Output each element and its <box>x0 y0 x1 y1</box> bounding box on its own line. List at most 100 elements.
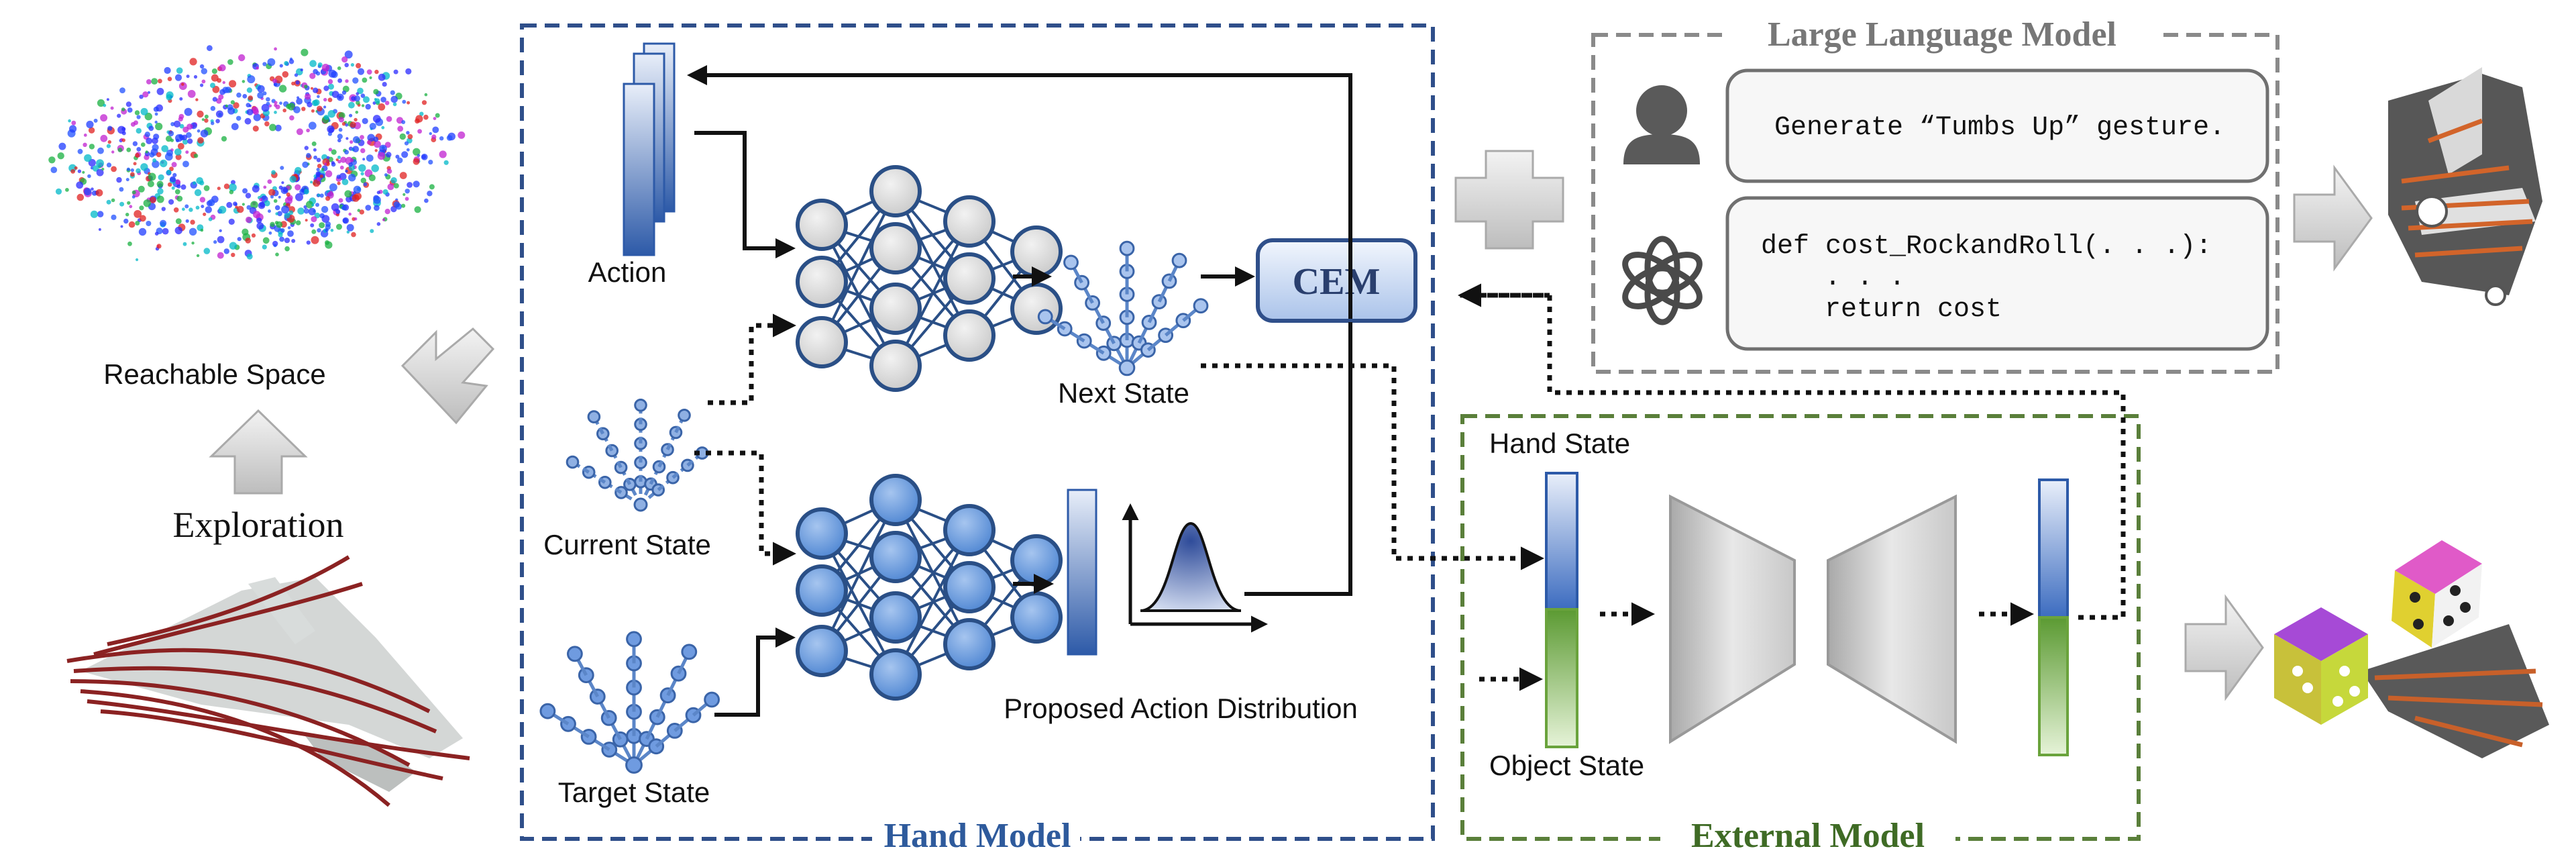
cloud-point <box>337 78 342 83</box>
cloud-point <box>311 229 317 234</box>
cloud-point <box>371 164 379 172</box>
cloud-point <box>177 143 184 150</box>
target-state-skeleton <box>539 631 720 774</box>
cloud-point <box>267 58 276 66</box>
cloud-point <box>321 64 330 72</box>
cloud-point <box>140 215 146 222</box>
nn-node <box>869 474 922 526</box>
cloud-point <box>354 217 358 221</box>
cem-block: CEM <box>1256 238 1417 323</box>
cloud-point <box>175 154 182 160</box>
cloud-point <box>325 241 333 249</box>
gesture-output-arrow <box>2293 164 2373 272</box>
cloud-point <box>121 107 125 111</box>
cloud-point <box>143 199 151 207</box>
cloud-point <box>119 187 124 192</box>
cloud-point <box>352 194 360 202</box>
cloud-point <box>247 75 256 84</box>
cloud-point <box>405 189 410 194</box>
cloud-point <box>261 103 270 112</box>
cloud-point <box>306 152 311 158</box>
cloud-point <box>119 87 125 94</box>
cloud-point <box>189 207 193 212</box>
cloud-point <box>338 128 343 132</box>
cloud-point <box>301 48 309 56</box>
cloud-point <box>101 167 105 171</box>
cloud-point <box>356 92 360 96</box>
cloud-point <box>231 123 239 131</box>
cloud-point <box>274 111 277 114</box>
cloud-point <box>139 95 144 99</box>
cloud-point <box>180 184 186 190</box>
cloud-point <box>348 174 356 182</box>
cloud-point <box>336 223 342 230</box>
cloud-point <box>266 101 270 106</box>
cloud-point <box>341 56 348 63</box>
cloud-point <box>353 191 356 195</box>
cloud-point <box>360 177 366 184</box>
cloud-point <box>262 244 267 250</box>
cloud-point <box>174 74 182 81</box>
cloud-point <box>339 165 344 170</box>
cloud-point <box>245 238 252 244</box>
cloud-point <box>193 74 198 79</box>
cloud-point <box>402 193 406 196</box>
cloud-point <box>278 185 283 190</box>
cloud-point <box>204 118 209 123</box>
cloud-point <box>201 205 205 209</box>
cloud-point <box>127 201 131 205</box>
cloud-point <box>336 93 344 101</box>
cloud-point <box>352 146 360 153</box>
proposed-action-bar <box>1067 489 1097 656</box>
cloud-point <box>344 150 350 155</box>
cloud-point <box>156 195 164 203</box>
llm-title: Large Language Model <box>1768 15 2116 54</box>
cloud-point <box>259 197 263 201</box>
cloud-point <box>367 134 375 142</box>
nn-node <box>943 504 996 556</box>
cloud-point <box>275 212 279 215</box>
cloud-point <box>144 132 150 138</box>
reachable-space-cloud <box>48 45 466 262</box>
cloud-point <box>83 142 87 147</box>
cloud-point <box>68 119 71 123</box>
cloud-point <box>167 77 172 81</box>
cloud-point <box>287 230 294 237</box>
cloud-point <box>382 218 386 221</box>
cloud-point <box>106 162 112 168</box>
cloud-point <box>352 77 359 84</box>
cloud-point <box>356 100 360 105</box>
cloud-point <box>203 248 211 254</box>
cloud-point <box>368 174 376 182</box>
cloud-point <box>127 241 132 246</box>
cloud-point <box>319 174 323 179</box>
cloud-point <box>107 125 113 131</box>
cloud-point <box>357 68 365 75</box>
cloud-point <box>97 147 104 154</box>
cloud-point <box>244 117 252 125</box>
cloud-point <box>276 221 283 228</box>
cloud-point <box>273 199 278 203</box>
cloud-point <box>429 132 432 136</box>
cloud-point <box>138 228 147 236</box>
muscle-line <box>107 555 350 646</box>
cloud-point <box>208 199 215 207</box>
cloud-point <box>337 134 343 140</box>
cloud-point <box>106 98 109 101</box>
cloud-point <box>203 212 207 216</box>
code-bubble <box>1725 196 2269 351</box>
cloud-point <box>282 108 287 113</box>
cloud-point <box>431 134 437 140</box>
cloud-point <box>380 97 386 103</box>
cloud-point <box>349 113 353 117</box>
cloud-point <box>378 103 386 111</box>
cloud-point <box>258 201 266 209</box>
cloud-point <box>345 137 349 140</box>
cloud-point <box>406 148 410 152</box>
cloud-point <box>111 166 117 172</box>
cloud-point <box>338 198 343 203</box>
cloud-point <box>311 141 317 146</box>
cloud-point <box>88 127 95 134</box>
cloud-point <box>207 45 213 52</box>
cloud-point <box>390 177 397 184</box>
